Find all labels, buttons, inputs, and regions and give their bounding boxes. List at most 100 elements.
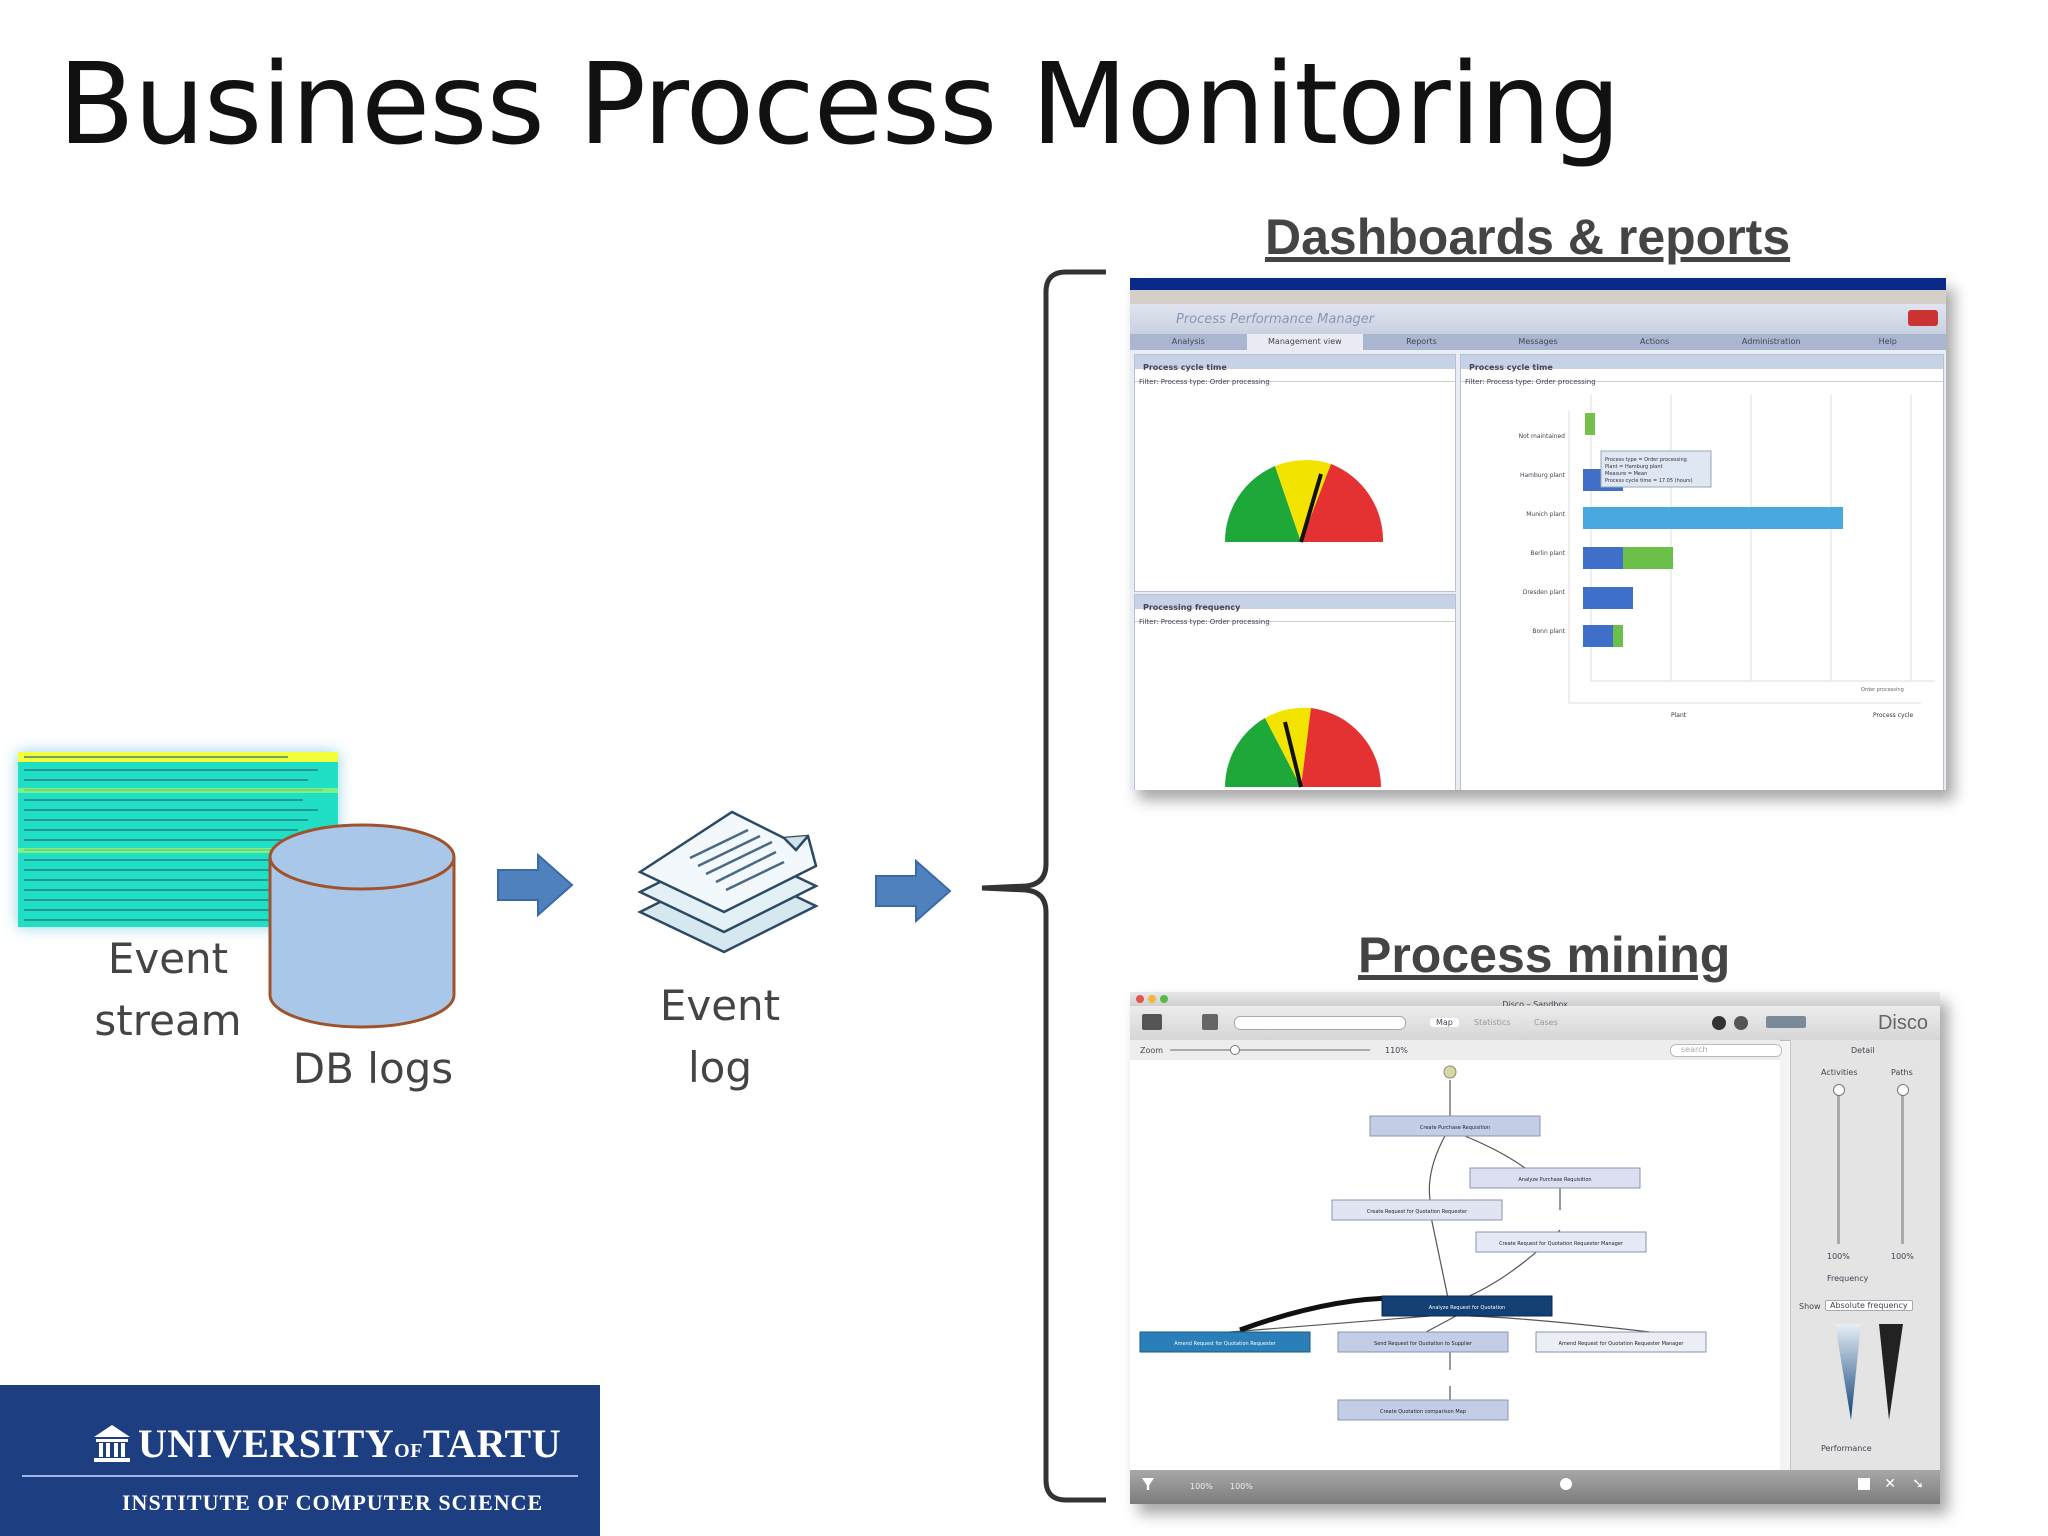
tooltip-line: Process cycle time = 17.05 (hours) xyxy=(1605,478,1693,484)
log-icon[interactable] xyxy=(1202,1014,1218,1030)
frequency-legend xyxy=(1835,1324,1903,1420)
row-label: Bonn plant xyxy=(1532,628,1565,635)
activities-slider[interactable] xyxy=(1837,1084,1840,1244)
bottom-stat: 100% xyxy=(1190,1482,1213,1491)
bottom-stat: 100% xyxy=(1230,1482,1253,1491)
panel-title: Processing frequency xyxy=(1143,603,1241,612)
university-logo-banner: UNIVERSITYOFTARTU INSTITUTE OF COMPUTER … xyxy=(0,1385,600,1536)
animation-icon[interactable] xyxy=(1560,1478,1572,1490)
panel-cycle-time: Process cycle time Filter: Process type:… xyxy=(1134,354,1456,592)
tab-management-view[interactable]: Management view xyxy=(1246,334,1364,350)
panel-filter: Filter: Process type: Order processing xyxy=(1139,378,1270,386)
window-titlebar: Disco – Sandbox xyxy=(1130,992,1940,1009)
activity-node: Amend Request for Quotation Requester Ma… xyxy=(1559,1341,1685,1347)
bar-chart-3d: Process type = Order processing Plant = … xyxy=(1568,395,1935,719)
paths-slider-handle[interactable] xyxy=(1897,1084,1909,1096)
account-badge[interactable] xyxy=(1766,1016,1806,1028)
tab-analysis[interactable]: Analysis xyxy=(1171,337,1205,346)
frequency-label[interactable]: Frequency xyxy=(1827,1274,1869,1283)
show-label: Show xyxy=(1799,1302,1821,1311)
disco-logo: Disco xyxy=(1877,1012,1928,1034)
paths-value: 100% xyxy=(1891,1252,1914,1261)
filter-icon[interactable] xyxy=(1142,1478,1154,1490)
zoom-label: Zoom xyxy=(1140,1046,1164,1055)
maximize-icon[interactable] xyxy=(1160,995,1168,1003)
zoom-slider-handle[interactable] xyxy=(1230,1045,1240,1055)
tab-cases[interactable]: Cases xyxy=(1534,1018,1558,1027)
close-icon[interactable] xyxy=(1136,995,1144,1003)
tab-actions[interactable]: Actions xyxy=(1639,337,1670,346)
ppm-logo xyxy=(1908,310,1938,326)
delete-icon[interactable]: ✕ xyxy=(1884,1476,1896,1492)
university-name: UNIVERSITYOFTARTU xyxy=(138,1420,561,1467)
tab-statistics[interactable]: Statistics xyxy=(1474,1018,1511,1027)
paths-slider[interactable] xyxy=(1901,1084,1904,1244)
gauge-cycle-time xyxy=(1224,460,1384,543)
arrow-right-icon xyxy=(497,852,574,918)
event-stream-lines xyxy=(18,752,338,921)
tab-reports[interactable]: Reports xyxy=(1406,337,1437,346)
tab-administration[interactable]: Administration xyxy=(1741,337,1801,346)
disco-bottom-bar: 100% 100% ✕ ➘ xyxy=(1130,1470,1940,1504)
university-name-of: OF xyxy=(394,1440,423,1462)
tooltip-line: Process type = Order processing xyxy=(1605,457,1687,463)
export-icon[interactable]: ➘ xyxy=(1912,1476,1924,1492)
tooltip-line: Plant = Hamburg plant xyxy=(1605,464,1663,470)
institute-name: INSTITUTE OF COMPUTER SCIENCE xyxy=(122,1490,544,1515)
db-logs-label: DB logs xyxy=(292,1044,454,1093)
ppm-dashboard-screenshot: Process Performance Manager Analysis Man… xyxy=(1130,278,1946,790)
database-icon xyxy=(268,823,456,1029)
activities-slider-handle[interactable] xyxy=(1833,1084,1845,1096)
tab-messages[interactable]: Messages xyxy=(1518,337,1558,346)
row-label: Berlin plant xyxy=(1530,550,1565,557)
activities-slider-label: Activities xyxy=(1821,1068,1858,1077)
activity-node: Create Request for Quotation Requester xyxy=(1367,1209,1468,1215)
activities-value: 100% xyxy=(1827,1252,1850,1261)
activity-node: Analyze Purchase Requisition xyxy=(1518,1177,1591,1183)
window-titlebar xyxy=(1130,278,1946,290)
folder-icon[interactable] xyxy=(1142,1014,1162,1030)
disco-sidebar: Detail Activities Paths 100% 100% Freque… xyxy=(1790,1040,1940,1470)
menu-bar xyxy=(1130,290,1946,304)
university-building-icon xyxy=(94,1425,130,1462)
tab-map[interactable]: Map xyxy=(1430,1018,1459,1027)
axis-label: Order processing xyxy=(1861,687,1904,693)
detail-label: Detail xyxy=(1851,1046,1875,1055)
tooltip-line: Measure = Mean xyxy=(1605,471,1647,477)
axis-label: Process cycle xyxy=(1873,712,1913,719)
row-label: Hamburg plant xyxy=(1519,472,1565,479)
search-input[interactable]: search xyxy=(1670,1044,1782,1057)
event-log-label: Event log xyxy=(659,981,781,1092)
dashboards-label: Dashboards & reports xyxy=(1265,209,1791,265)
zoom-slider[interactable] xyxy=(1170,1049,1370,1051)
activity-node: Analyze Request for Quotation xyxy=(1429,1305,1505,1311)
dataset-selector[interactable] xyxy=(1234,1016,1406,1030)
arrow-right-icon xyxy=(875,858,952,924)
row-label: Not maintained xyxy=(1518,433,1565,440)
curly-brace xyxy=(981,269,1106,1503)
performance-label[interactable]: Performance xyxy=(1821,1444,1872,1453)
row-labels: Not maintained Hamburg plant Munich plan… xyxy=(1465,433,1565,667)
axis-label: Plant xyxy=(1671,712,1687,719)
event-stream-label: Event stream xyxy=(94,934,242,1045)
divider xyxy=(22,1475,578,1477)
panel-filter: Filter: Process type: Order processing xyxy=(1139,618,1270,626)
university-name-city: TARTU xyxy=(422,1421,562,1466)
copy-icon[interactable] xyxy=(1858,1478,1870,1490)
show-select[interactable]: Absolute frequency xyxy=(1825,1300,1913,1311)
disco-screenshot: Disco – Sandbox Map Statistics Cases Dis… xyxy=(1130,992,1940,1504)
activity-node: Create Quotation comparison Map xyxy=(1380,1409,1466,1415)
panel-title: Process cycle time xyxy=(1143,363,1227,372)
activity-node: Amend Request for Quotation Requester xyxy=(1174,1341,1276,1347)
panel-cycle-time-by-plant: Process cycle time Filter: Process type:… xyxy=(1460,354,1944,790)
row-label: Dresden plant xyxy=(1522,589,1565,596)
ppm-app-title: Process Performance Manager xyxy=(1176,312,1375,327)
tab-help[interactable]: Help xyxy=(1878,337,1897,346)
panel-processing-frequency: Processing frequency Filter: Process typ… xyxy=(1134,594,1456,790)
minimize-icon[interactable] xyxy=(1148,995,1156,1003)
activity-node: Create Purchase Requisition xyxy=(1420,1125,1490,1131)
settings-icon[interactable] xyxy=(1712,1016,1726,1030)
window-title: Disco – Sandbox xyxy=(1502,1000,1568,1009)
chat-icon[interactable] xyxy=(1734,1016,1748,1030)
ppm-tabbar: Analysis Management view Reports Message… xyxy=(1130,334,1946,350)
